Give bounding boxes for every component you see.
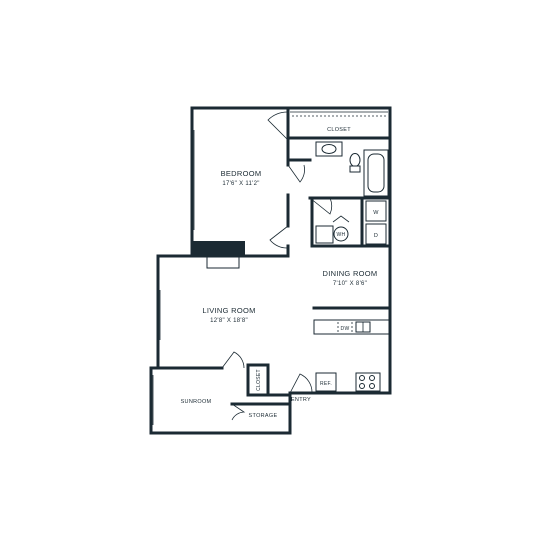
refrigerator (315, 372, 337, 392)
stove (355, 372, 381, 392)
interior-walls (149, 106, 392, 406)
washer (365, 200, 387, 222)
labels: BEDROOM 17'6" X 11'2" CLOSET DINING ROOM… (181, 127, 379, 419)
dishwasher-outline (337, 319, 353, 335)
fireplace-block (193, 241, 245, 257)
burner-icon (359, 375, 365, 381)
entry-label: ENTRY (291, 397, 311, 403)
kitchen-fixtures (313, 319, 391, 392)
toilet-tank (349, 165, 361, 173)
living-dims: 12'8" X 18'8" (210, 318, 248, 324)
sink-icon (321, 144, 337, 154)
dining-dims: 7'10" X 8'6" (333, 281, 367, 287)
closet-small-label: CLOSET (256, 369, 262, 391)
dining-label: DINING ROOM (323, 269, 378, 278)
dryer-label: D (374, 233, 378, 239)
burner-icon (369, 375, 375, 381)
storage-label: STORAGE (249, 413, 278, 419)
bedroom-dims: 17'6" X 11'2" (222, 181, 259, 187)
water-heater-label: WH (337, 232, 346, 238)
dishwasher-label: DW (341, 326, 350, 332)
refrigerator-label: REF. (320, 381, 332, 387)
doors (221, 111, 333, 421)
outer-walls (149, 106, 392, 435)
bedroom-label: BEDROOM (221, 169, 262, 178)
laundry-fixtures (315, 200, 387, 245)
dryer (365, 223, 387, 245)
burner-icon (359, 383, 365, 389)
washer-label: W (373, 210, 379, 216)
toilet-icon (349, 153, 361, 167)
windows (152, 111, 388, 425)
closet-top-label: CLOSET (327, 127, 351, 133)
fireplace-hearth (206, 256, 240, 269)
burner-icon (369, 383, 375, 389)
living-label: LIVING ROOM (202, 306, 255, 315)
laundry-counter (315, 225, 334, 244)
water-heater-icon (333, 226, 349, 242)
sunroom-label: SUNROOM (181, 399, 212, 405)
bathtub-basin (367, 153, 385, 193)
bath-fixtures (315, 141, 389, 197)
